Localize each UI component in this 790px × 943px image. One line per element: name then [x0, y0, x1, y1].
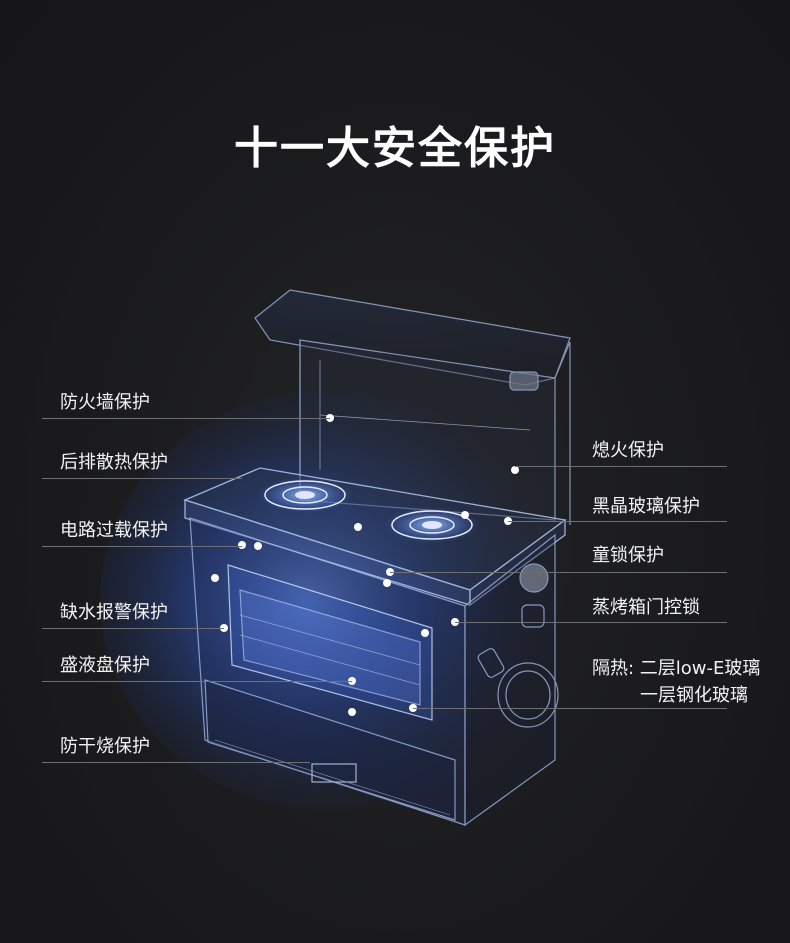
leader-line	[42, 418, 330, 419]
rear-hood	[254, 289, 571, 525]
label-flameout-protection: 熄火保护	[592, 440, 664, 461]
leader-line	[42, 478, 242, 479]
label-dry-burn-protection: 防干烧保护	[60, 736, 150, 757]
leader-line	[390, 572, 727, 573]
leader-line	[42, 681, 352, 682]
blue-glow	[100, 390, 560, 810]
leader-line	[508, 521, 727, 522]
label-insulation-line1: 隔热: 二层low-E玻璃	[592, 658, 761, 679]
page-title: 十一大安全保护	[234, 123, 556, 174]
label-rear-heat-dissipation: 后排散热保护	[60, 452, 168, 473]
label-oven-door-lock: 蒸烤箱门控锁	[592, 597, 700, 618]
leader-line	[42, 628, 224, 629]
leader-line	[455, 622, 727, 623]
label-insulation-line2: 一层钢化玻璃	[640, 685, 748, 706]
leader-line	[515, 466, 727, 467]
label-child-lock: 童锁保护	[592, 545, 664, 566]
burner-right	[384, 507, 480, 543]
cabinet-body	[189, 517, 559, 827]
hotspot-dots	[211, 414, 519, 716]
label-water-shortage-alarm: 缺水报警保护	[60, 602, 168, 623]
leader-line	[413, 708, 727, 709]
leader-line	[42, 762, 310, 763]
label-black-crystal-glass: 黑晶玻璃保护	[592, 496, 700, 517]
label-circuit-overload: 电路过载保护	[60, 520, 168, 541]
leader-line	[42, 546, 242, 547]
label-firewall-protection: 防火墙保护	[60, 392, 150, 413]
burner-left	[257, 477, 353, 513]
label-drip-tray: 盛液盘保护	[60, 655, 150, 676]
